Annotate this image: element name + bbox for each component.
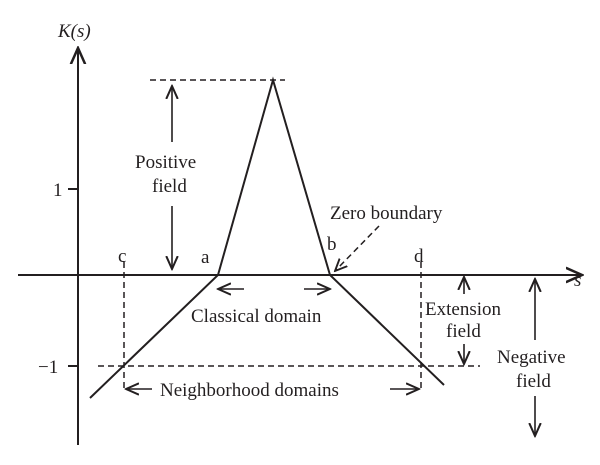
- negative-field-label-2: field: [516, 371, 551, 392]
- point-d-label: d: [414, 246, 424, 267]
- y-tick-label-1: 1: [53, 180, 63, 201]
- extension-field-label-2: field: [446, 321, 481, 342]
- zero-boundary-pointer: [335, 225, 380, 271]
- positive-field-label-2: field: [152, 176, 187, 197]
- point-c-label: c: [118, 246, 126, 267]
- dependent-function-curve: [89, 76, 445, 399]
- y-tick-label-neg1: −1: [38, 357, 58, 378]
- positive-field-label-1: Positive: [135, 152, 196, 173]
- x-axis-label: s: [574, 270, 581, 291]
- classical-domain-label: Classical domain: [191, 306, 322, 327]
- y-axis-label: K(s): [57, 21, 91, 42]
- negative-field-label-1: Negative: [497, 347, 566, 368]
- point-a-label: a: [201, 247, 210, 268]
- neighborhood-domains-label: Neighborhood domains: [160, 380, 339, 401]
- zero-boundary-label: Zero boundary: [330, 203, 443, 224]
- extension-field-label-1: Extension: [425, 299, 501, 320]
- point-b-label: b: [327, 234, 337, 255]
